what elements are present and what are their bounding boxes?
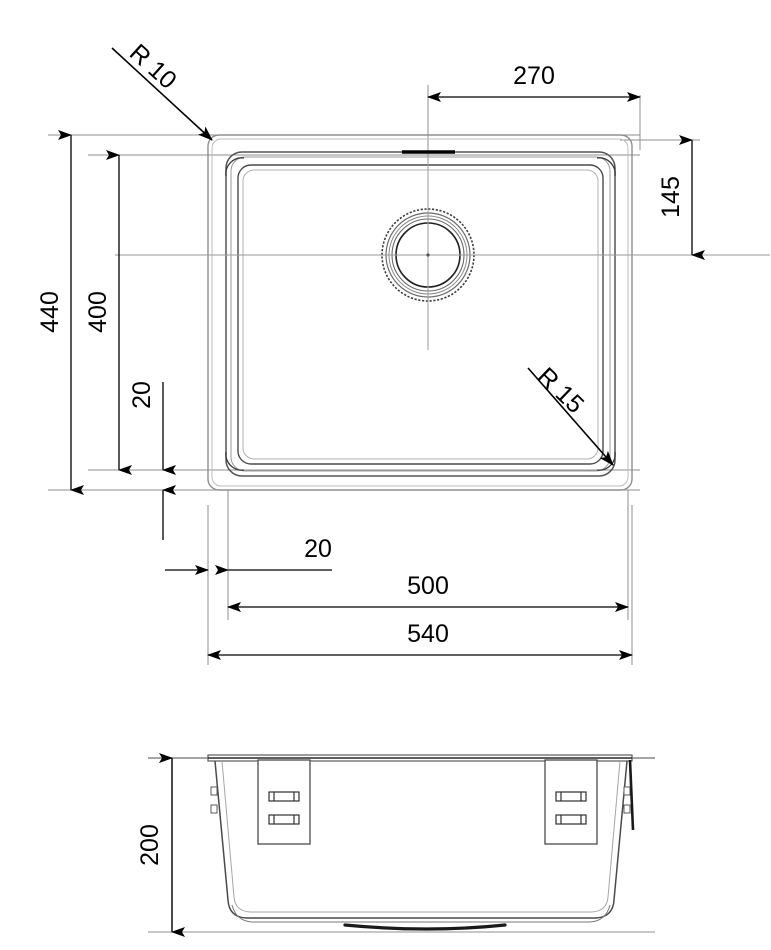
dimension-440: 440 (36, 130, 84, 495)
dim-145-label: 145 (657, 176, 685, 218)
side-clip-right-upper (623, 786, 631, 796)
dim-500-label: 500 (407, 572, 449, 600)
front-bowl-base-curve (231, 904, 611, 923)
drain-center-point (426, 253, 430, 257)
dimension-270: 270 (427, 62, 641, 102)
bracket-left-slot-upper (268, 791, 300, 802)
dim-540-label: 540 (407, 620, 449, 648)
front-drain-shadow (343, 923, 507, 931)
front-side-clips (210, 786, 631, 814)
dimension-20-horizontal: 20 (165, 535, 332, 575)
bracket-left-plate (257, 759, 311, 845)
dim-20v-label: 20 (128, 381, 156, 409)
dimension-145: 145 (657, 135, 705, 260)
bowl-bottom-outline (237, 164, 604, 465)
outer-rim-outline (207, 134, 633, 491)
dim-270-label: 270 (513, 62, 555, 90)
top-view: R 10 R 15 270 145 440 400 (36, 39, 770, 665)
dimension-500: 500 (227, 572, 629, 612)
dim-400-label: 400 (84, 291, 112, 333)
side-clip-left-upper (210, 786, 218, 796)
front-right-edge-highlight (628, 759, 635, 831)
dim-200-label: 200 (136, 824, 164, 866)
outer-rim-inner-edge (211, 138, 629, 487)
mounting-bracket-right (544, 759, 598, 845)
dimension-20-vertical: 20 (128, 381, 176, 540)
side-clip-left-lower (210, 804, 218, 814)
r10-leader-line (111, 47, 213, 141)
fillet-arc-top-left (225, 157, 245, 177)
r15-leader-line (527, 367, 614, 466)
dimension-540: 540 (207, 620, 633, 660)
dim-20h-label: 20 (304, 535, 332, 563)
dimension-400: 400 (84, 150, 132, 475)
bracket-left-slots (268, 791, 300, 825)
dim-440-label: 440 (36, 291, 64, 333)
bracket-right-slot-lower (555, 814, 587, 825)
front-elevation-view: 200 (136, 753, 655, 937)
bracket-right-plate (544, 759, 598, 845)
mounting-bracket-left (257, 759, 311, 845)
fillet-arc-top-right (596, 157, 616, 177)
bowl-wall-line (230, 156, 611, 472)
fillet-arc-bottom-left (225, 451, 245, 471)
bracket-right-slots (555, 791, 587, 825)
side-clip-right-lower (623, 804, 631, 814)
dimension-200: 200 (136, 753, 185, 937)
bracket-left-slot-lower (268, 814, 300, 825)
bowl-bottom-inner-line (242, 169, 599, 460)
bracket-right-slot-upper (555, 791, 587, 802)
front-bowl-inner-line (221, 760, 621, 913)
front-bowl-body-outline (214, 760, 628, 919)
